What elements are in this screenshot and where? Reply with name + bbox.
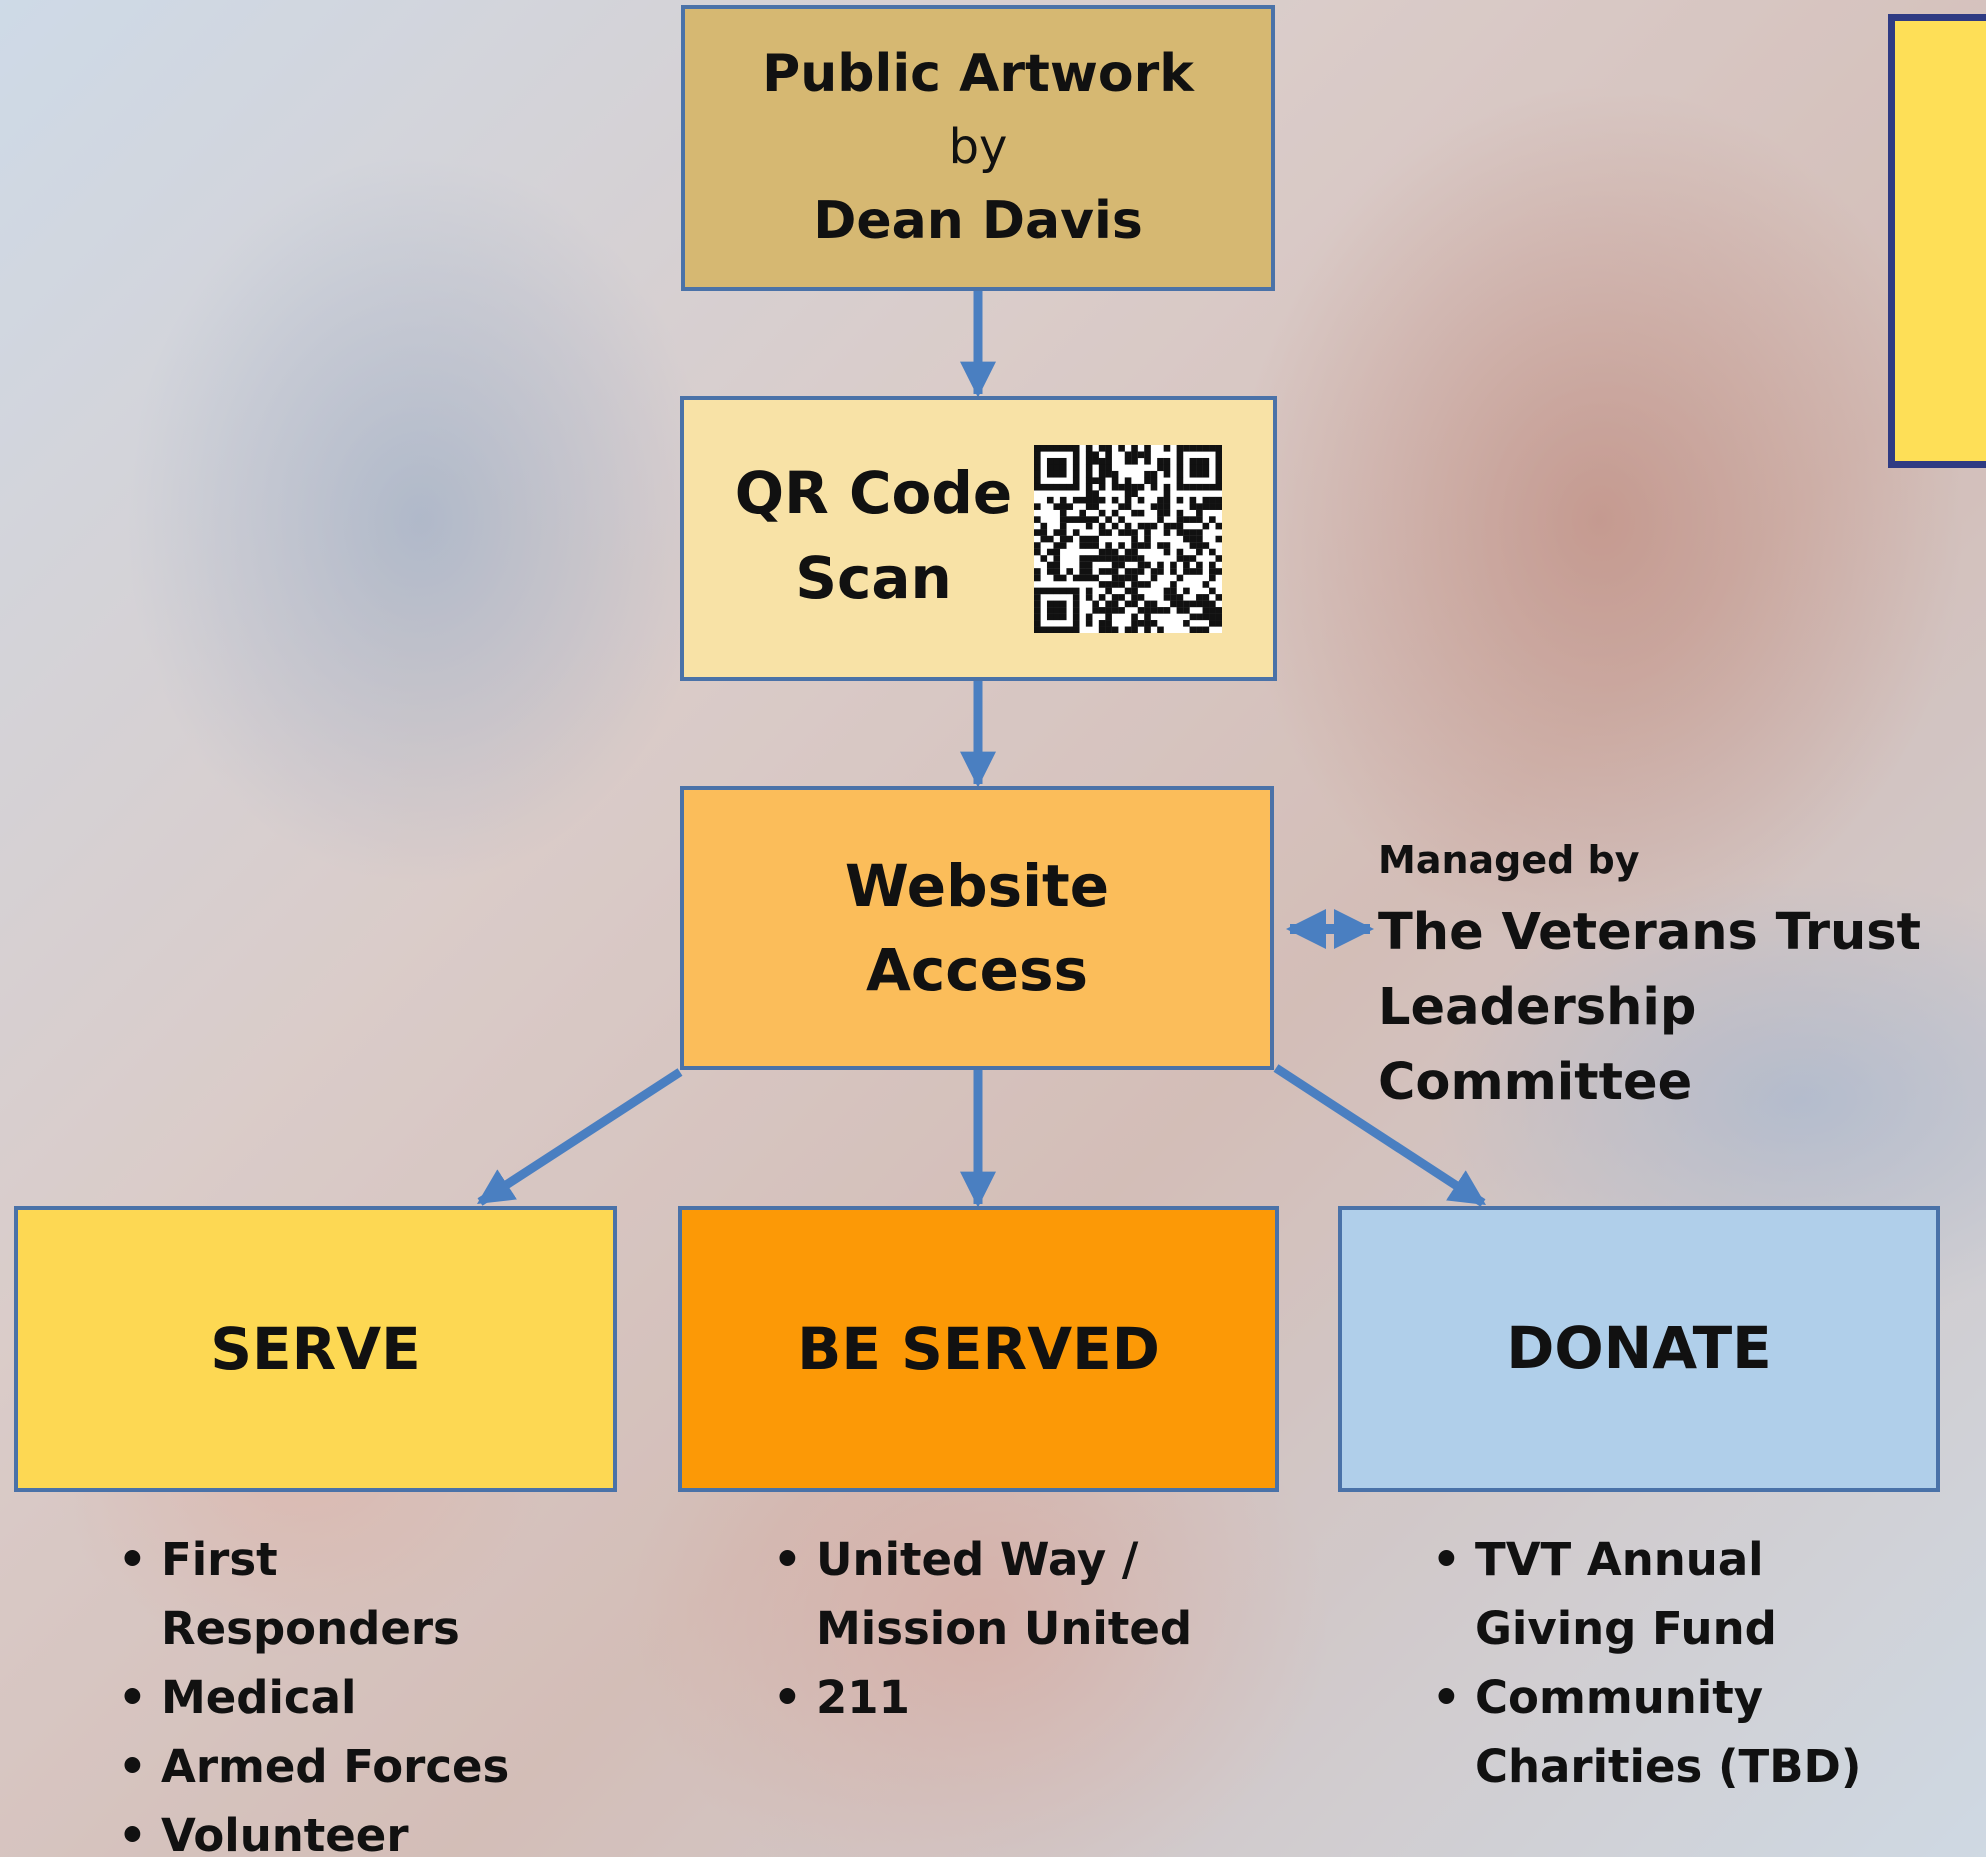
list-item: Community Charities (TBD) xyxy=(1432,1663,1862,1801)
website-label-line2: Access xyxy=(865,936,1089,1004)
managed-by-label: Managed by xyxy=(1378,838,1640,882)
list-item: Medical xyxy=(118,1663,548,1732)
list-item: Volunteer xyxy=(118,1801,548,1870)
list-item: First Responders xyxy=(118,1525,548,1663)
qr-code-scan-box: QR Code Scan xyxy=(680,396,1277,681)
donate-box: DONATE xyxy=(1338,1206,1940,1492)
arrow-website-to-serve xyxy=(476,1068,683,1206)
list-item: TVT Annual Giving Fund xyxy=(1432,1525,1862,1663)
list-item: 211 xyxy=(773,1663,1243,1732)
list-item: United Way / Mission United xyxy=(773,1525,1243,1663)
qr-label-line2: Scan xyxy=(795,543,952,612)
be-served-box: BE SERVED xyxy=(678,1206,1279,1492)
qr-label-line1: QR Code xyxy=(734,459,1013,528)
artwork-by: by xyxy=(948,119,1008,176)
side-panel xyxy=(1888,14,1986,468)
managed-by-note: Managed by The Veterans Trust Leadership… xyxy=(1378,838,1986,1121)
donate-title: DONATE xyxy=(1506,1314,1772,1382)
donate-list: TVT Annual Giving Fund Community Chariti… xyxy=(1432,1525,1862,1801)
arrow-website-to-donate xyxy=(1273,1064,1487,1207)
website-access-box: Website Access xyxy=(680,786,1274,1070)
managing-org-line2: Leadership Committee xyxy=(1378,977,1697,1112)
artist-name: Dean Davis xyxy=(813,190,1143,251)
managing-org-line1: The Veterans Trust xyxy=(1378,903,1922,962)
public-artwork-box: Public Artwork by Dean Davis xyxy=(681,5,1275,291)
serve-box: SERVE xyxy=(14,1206,617,1492)
serve-title: SERVE xyxy=(210,1315,421,1383)
qr-code-icon[interactable] xyxy=(1034,444,1223,633)
website-label-line1: Website xyxy=(844,851,1110,920)
artwork-title: Public Artwork xyxy=(762,44,1194,105)
be-served-title: BE SERVED xyxy=(797,1315,1160,1383)
be-served-list: United Way / Mission United 211 xyxy=(773,1525,1243,1732)
serve-list: First Responders Medical Armed Forces Vo… xyxy=(118,1525,548,1870)
list-item: Armed Forces xyxy=(118,1732,548,1801)
